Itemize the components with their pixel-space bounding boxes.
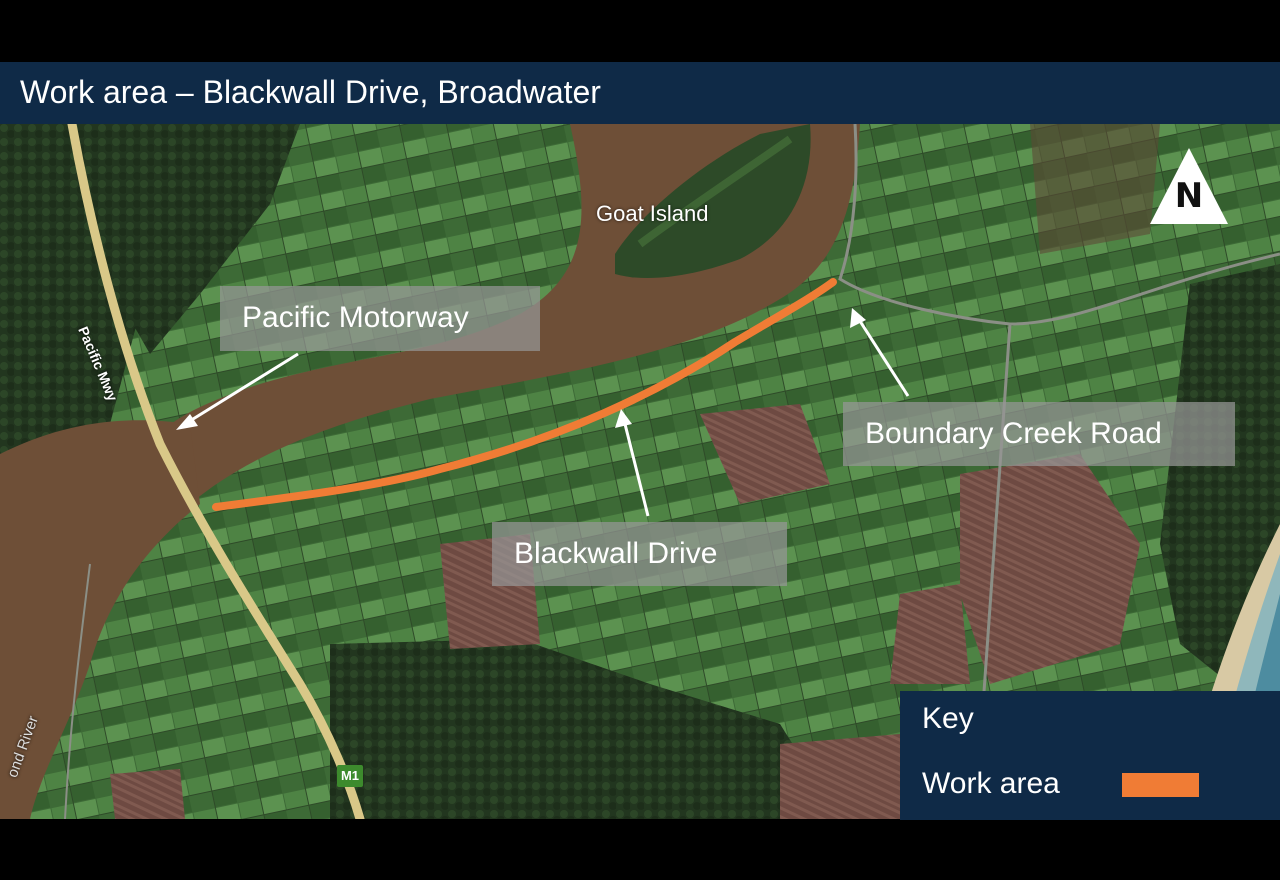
m1-route-shield: M1: [337, 765, 363, 787]
callout-pacific-motorway: Pacific Motorway: [220, 286, 540, 351]
goat-island-label: Goat Island: [596, 201, 709, 226]
north-label: N: [1174, 176, 1204, 216]
callout-boundary-creek-road: Boundary Creek Road: [843, 402, 1235, 466]
callout-arrow-icon: [615, 409, 650, 517]
satellite-map: [0, 124, 1280, 819]
north-arrow-icon: N: [1148, 146, 1230, 226]
key-title: Key: [922, 702, 974, 735]
work-area-line: [212, 278, 837, 511]
key-work-area-swatch: [1122, 773, 1199, 797]
callout-blackwall-drive-label: Blackwall Drive: [514, 537, 718, 570]
key-work-area-label: Work area: [922, 767, 1060, 800]
callout-arrow-icon: [176, 352, 299, 430]
map-key: Key Work area: [900, 691, 1280, 820]
title-bar: Work area – Blackwall Drive, Broadwater: [0, 62, 1280, 124]
callout-blackwall-drive: Blackwall Drive: [492, 522, 787, 586]
callout-pacific-motorway-label: Pacific Motorway: [242, 301, 469, 334]
map-view[interactable]: Goat Island Pacific Mwy ond River M1 Pac…: [0, 124, 1280, 819]
callout-arrow-icon: [850, 308, 910, 397]
callout-boundary-creek-road-label: Boundary Creek Road: [865, 417, 1162, 450]
page-title: Work area – Blackwall Drive, Broadwater: [20, 74, 601, 110]
